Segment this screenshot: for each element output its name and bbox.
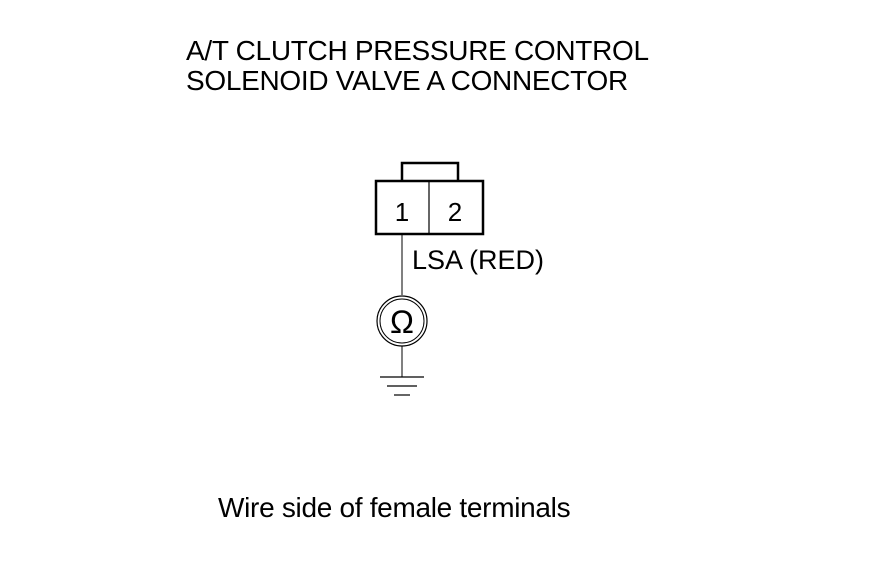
connector-lock-tab bbox=[400, 161, 460, 184]
title-line-2: SOLENOID VALVE A CONNECTOR bbox=[186, 65, 628, 96]
terminal-1-label: 1 bbox=[395, 197, 409, 227]
ohm-symbol: Ω bbox=[390, 304, 414, 340]
title-line-1: A/T CLUTCH PRESSURE CONTROL bbox=[186, 35, 649, 66]
diagram-caption: Wire side of female terminals bbox=[218, 492, 571, 523]
ground-icon bbox=[380, 376, 424, 396]
ohmmeter-icon: Ω bbox=[376, 295, 428, 347]
terminal-2-label: 2 bbox=[448, 197, 462, 227]
wire-label: LSA (RED) bbox=[412, 245, 544, 275]
